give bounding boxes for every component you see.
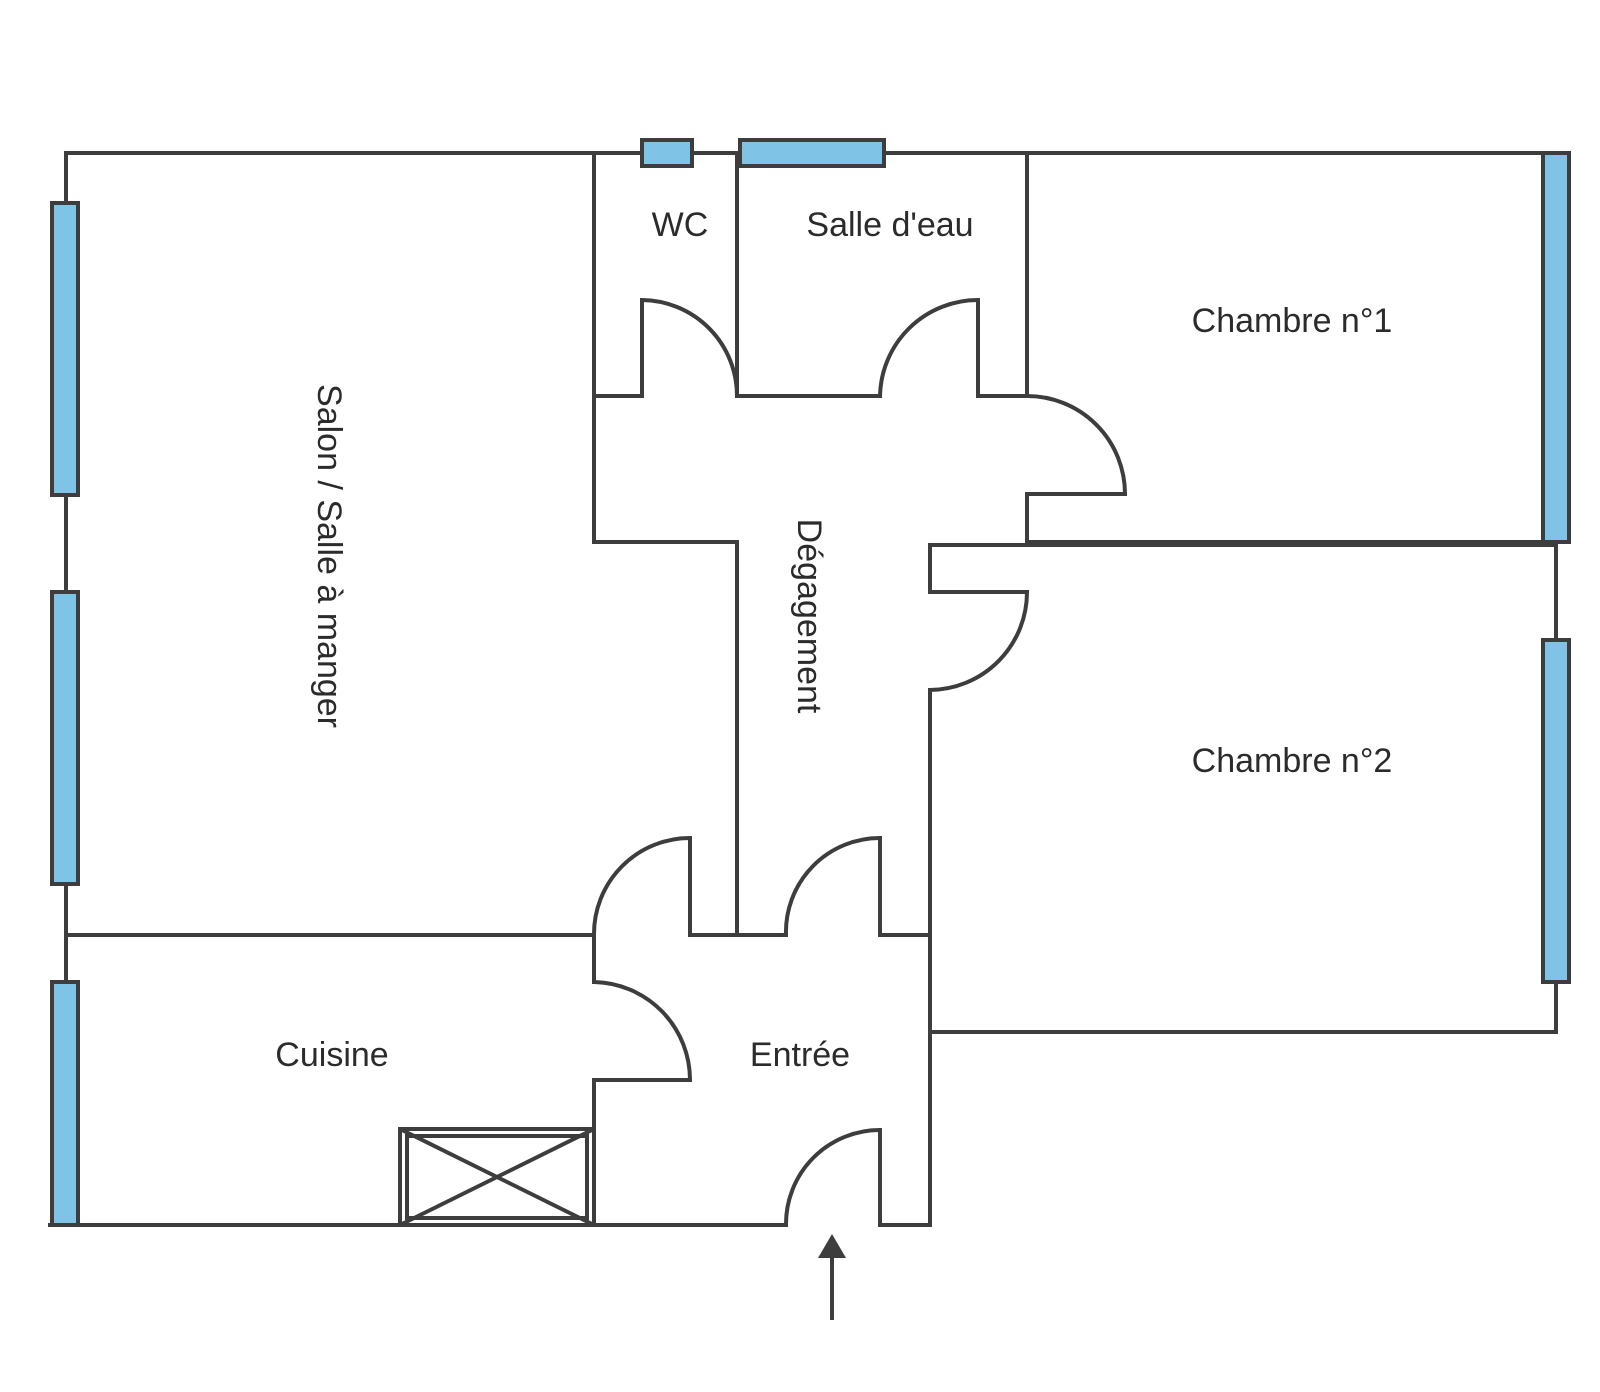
window-salle-eau xyxy=(738,138,886,168)
windows xyxy=(50,138,1571,1227)
window-wc xyxy=(640,138,694,168)
door-chambre2 xyxy=(929,590,1030,692)
entrance-arrow-icon xyxy=(818,1234,846,1320)
window-chambre2 xyxy=(1541,638,1571,984)
window-salon-bottom xyxy=(50,590,80,886)
door-salon xyxy=(591,835,692,936)
window-chambre1 xyxy=(1541,151,1571,544)
label-chambre1: Chambre n°1 xyxy=(1192,302,1393,340)
door-salle-eau xyxy=(878,297,980,397)
label-degagement: Dégagement xyxy=(790,519,828,714)
interior-walls xyxy=(64,151,1558,1227)
door-wc xyxy=(640,297,739,397)
label-salon: Salon / Salle à manger xyxy=(310,384,348,728)
label-salle-eau: Salle d'eau xyxy=(806,206,973,244)
door-degagement xyxy=(783,835,882,936)
window-cuisine xyxy=(50,980,80,1227)
duct-box xyxy=(398,1127,596,1227)
door-chambre1 xyxy=(1026,394,1128,496)
label-entree: Entrée xyxy=(750,1036,850,1074)
door-cuisine xyxy=(593,980,692,1081)
label-chambre2: Chambre n°2 xyxy=(1192,742,1393,780)
window-salon-top xyxy=(50,201,80,497)
doors xyxy=(591,297,1128,1226)
label-cuisine: Cuisine xyxy=(275,1036,388,1074)
door-entree xyxy=(783,1127,882,1226)
label-wc: WC xyxy=(652,206,709,244)
